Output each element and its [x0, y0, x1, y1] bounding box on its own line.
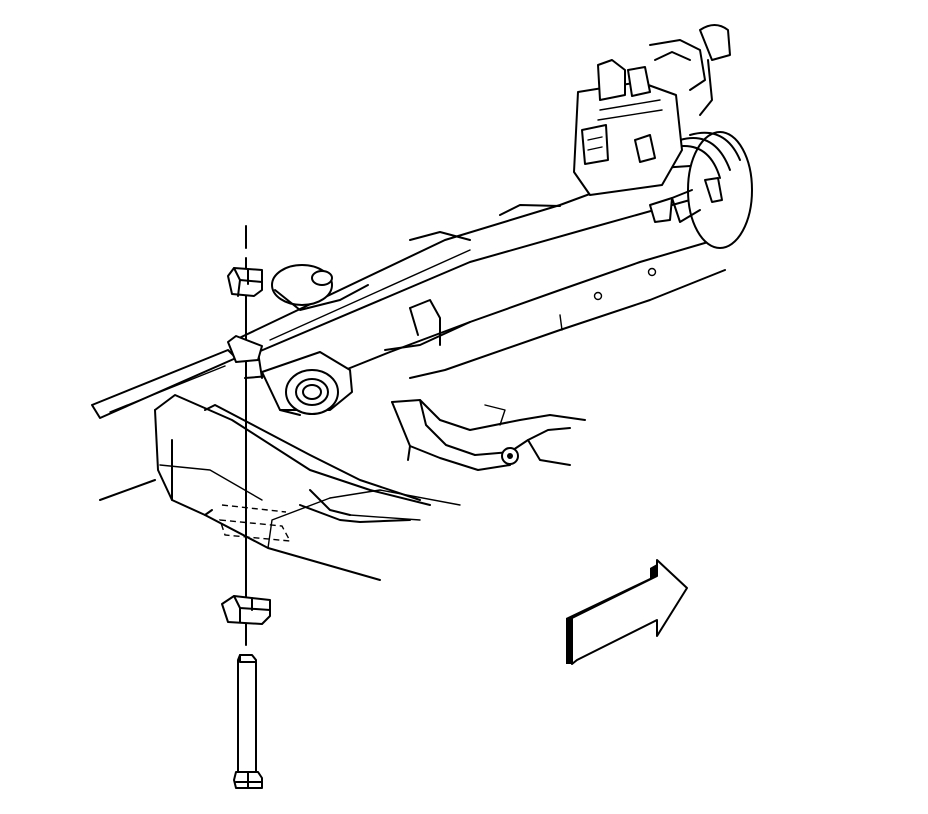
upper-insulator	[227, 267, 263, 297]
brake-caliper	[573, 39, 706, 196]
lower-insulator	[221, 595, 271, 625]
trailing-arm	[234, 164, 726, 379]
front-arrow-icon	[566, 559, 688, 665]
bolt	[233, 654, 263, 789]
frame-isolator	[227, 335, 263, 363]
bushing	[261, 264, 369, 416]
mounting-bracket	[391, 299, 586, 471]
axle-housing	[649, 24, 753, 249]
frame-rail	[91, 349, 461, 581]
